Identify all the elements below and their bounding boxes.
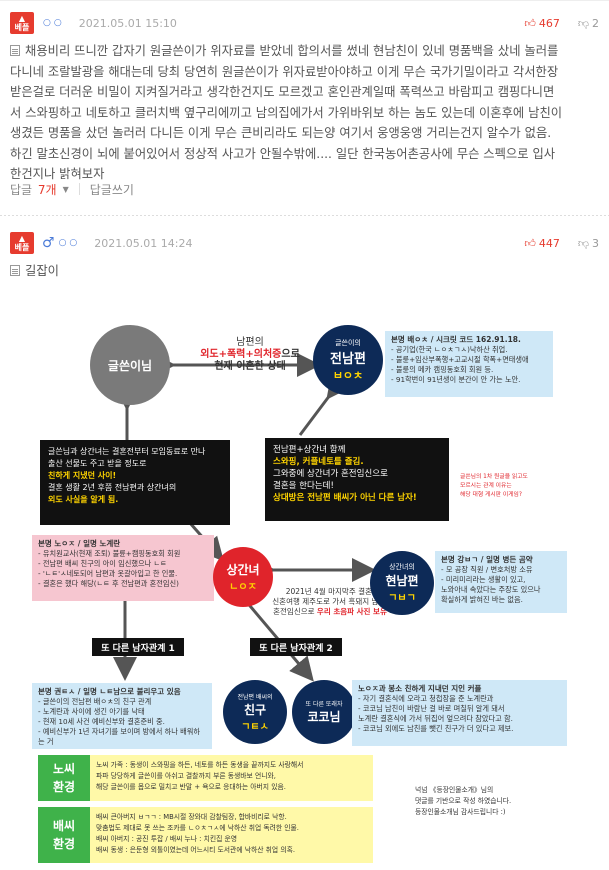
document-icon	[10, 265, 20, 276]
thumb-up-icon: 👍︎	[524, 236, 536, 250]
post-date: 2021.05.01 15:10	[78, 16, 177, 30]
post1-meta: ▲ 베플 ○○ 2021.05.01 15:10 👍︎ 467 👎︎ 2	[10, 12, 599, 34]
current-husband-node: 상간녀의 현남편 ㄱㅂㄱ	[370, 551, 434, 615]
post2-text: 길잡이	[10, 261, 600, 282]
best-badge: ▲ 베플	[10, 232, 34, 254]
relationship-diagram: 글쓴이님 남편의 외도+폭력+의처증으로 현재 이혼한 상태 글쓴이의 전남편 …	[30, 295, 579, 870]
thumb-up-icon: 👍︎	[524, 16, 536, 30]
best-badge: ▲ 베플	[10, 12, 34, 34]
no-family-tag: 노씨 환경	[38, 755, 90, 801]
write-reply-button[interactable]: 답글쓰기	[89, 182, 134, 197]
user-level-icon: ○○	[58, 238, 81, 248]
thumb-down-icon: 👎︎	[577, 16, 589, 30]
downvote-button[interactable]: 👎︎ 2	[577, 16, 599, 30]
wedding-note: 2021년 4월 마지막주 결혼. 신혼여행 제주도로 가서 흑돼지 남님. 혼…	[272, 587, 388, 616]
top-divider	[0, 0, 609, 1]
friend-info: 본명 권ㅌㅅ / 일명 ㄴㅌ남으로 불리우고 있음 - 글쓴이의 전남편 배ㅇㅊ…	[32, 683, 212, 749]
current-husband-info: 본명 강ㅂㄱ / 일명 병든 곰약 - 모 공장 직원 / 변호처방 소유 - …	[435, 551, 567, 613]
friend-node: 전남편 배씨의 친구 ㄱㅌㅅ	[223, 680, 287, 744]
relation-tag-1: 또 다른 남자관계 1	[92, 638, 184, 656]
relation-tag-2: 또 다른 남자관계 2	[250, 638, 342, 656]
post1-reply-row: 답글 7개 ▼ 답글쓰기	[10, 180, 134, 198]
writer-node: 글쓴이님	[90, 325, 170, 405]
bae-family-tag: 배씨 환경	[38, 807, 90, 863]
user-level-icon: ○○	[43, 18, 65, 28]
thumb-icon: ▲	[18, 13, 26, 23]
thumb-down-icon: 👎︎	[577, 236, 589, 250]
upvote-button[interactable]: 👍︎ 467	[524, 16, 560, 30]
no-family-text: 노씨 가족 : 동생이 스와핑을 하든, 네토를 하든 동생을 끝까지도 사랑해…	[90, 755, 373, 801]
reply-toggle[interactable]: 답글 7개	[10, 182, 57, 197]
post2-meta: ▲ 베플 ♂ ○○ 2021.05.01 14:24 👍︎ 447 👎︎ 3	[10, 232, 599, 254]
mistress-info: 본명 노ㅇㅈ / 일명 노계란 - 유치원교사(현재 조퇴) 불륜+캠핑동호회 …	[32, 535, 214, 601]
mistress-node: 상간녀 ㄴㅇㅈ	[213, 547, 273, 607]
post1-text: 채용비리 뜨니깐 갑자기 원글쓴이가 위자료를 받았네 합의서를 썼네 현남친이…	[10, 44, 563, 181]
male-icon: ♂	[42, 235, 55, 251]
upvote-button[interactable]: 👍︎ 447	[524, 236, 560, 250]
thanks-note: 넉넘 《등장인물소개》님의 댓글를 기반으로 작성 하였습니다. 등장인물소개님…	[415, 786, 512, 816]
bae-family-text: 배씨 큰아버지 ㅂㄱㄱ : MB시절 장와대 감찰팀장, 합바비리로 낙항. 맞…	[90, 807, 373, 863]
ex-husband-info: 본명 배ㅇㅊ / 시크릿 코드 162.91.18. - 공기업(한국 ㄴㅇㅊㄱ…	[385, 331, 553, 397]
swapping-story-box: 전남편+상간녀 함께 스와핑, 커플네토를 즐김. 그와중에 상간녀가 혼전임신…	[265, 438, 449, 521]
koko-info: 노ㅇㅈ과 봉소 친하게 지내던 지인 커플 - 자기 결혼식에 오라고 청첩장을…	[352, 680, 567, 746]
koko-node: 또 다른 또래자 코코님	[292, 680, 356, 744]
post-date: 2021.05.01 14:24	[94, 236, 193, 250]
chevron-down-icon[interactable]: ▼	[62, 184, 69, 194]
red-note: 글쓴님의 1차 원글을 읽고도 모르시는 관계 이유는 해당 대형 게시판 이게…	[460, 474, 528, 498]
post-divider	[0, 215, 609, 216]
ex-husband-node: 글쓴이의 전남편 ㅂㅇㅊ	[313, 325, 383, 395]
divorce-label: 남편의 외도+폭력+의처증으로 현재 이혼한 상태	[200, 337, 300, 372]
downvote-button[interactable]: 👎︎ 3	[577, 236, 599, 250]
background-story-box: 글쓴님과 상간녀는 결혼전부터 모임동료로 만나 출산 선물도 주고 받을 정도…	[40, 440, 230, 525]
thumb-icon: ▲	[18, 233, 26, 243]
document-icon	[10, 45, 20, 56]
